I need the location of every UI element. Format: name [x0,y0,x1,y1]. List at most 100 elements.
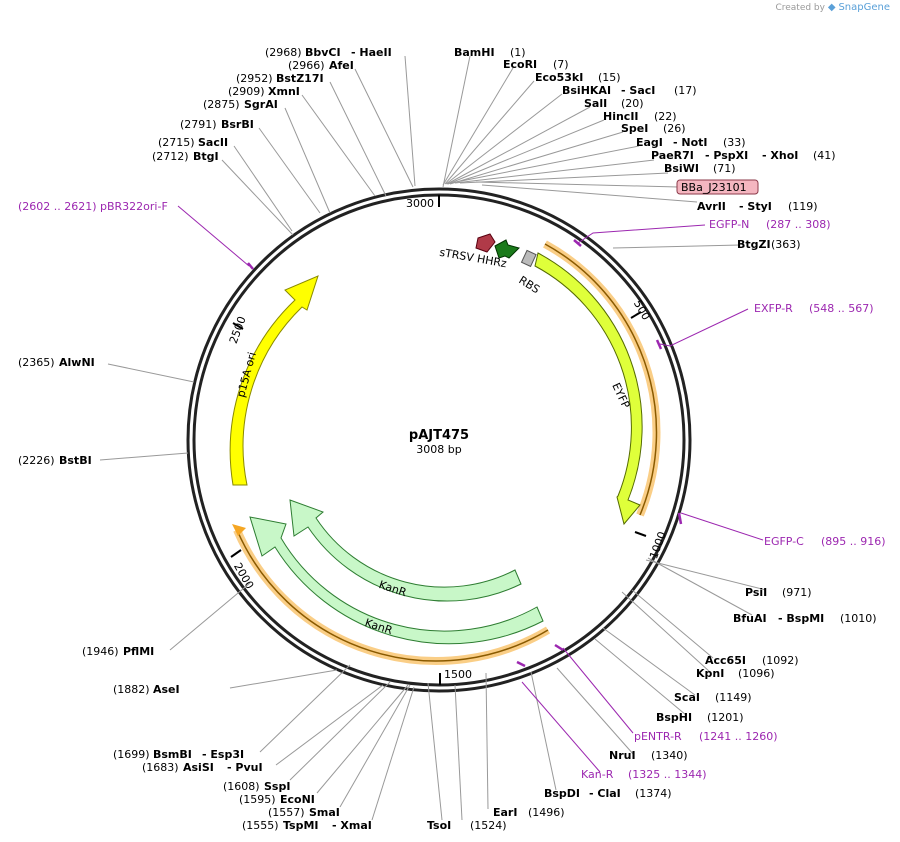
site-noti: - NotI [673,136,708,149]
site-btgi: BtgI [193,150,219,163]
site-hincii-pos: (22) [654,110,677,123]
kanr-outer-arrow [249,516,544,645]
site-eco53ki: Eco53kI [535,71,583,84]
site-bsiwi-pos: (71) [713,162,736,175]
plasmid-backbone-outer [186,187,692,693]
site-acc65i: Acc65I [705,654,746,667]
site-spei-pos: (26) [663,122,686,135]
site-acc65i-pos: (1092) [762,654,799,667]
site-saci: - SacI [621,84,655,97]
primer-pentr-r: pENTR-R [634,730,682,743]
site-xmni-pos: (2909) [228,85,265,98]
site-bsphi-pos: (1201) [707,711,744,724]
site-eagi: EagI [636,136,663,149]
site-bsrbi: BsrBI [221,118,254,131]
snapgene-credit: Created by ◆ SnapGene [775,2,890,13]
kanr-inner-arrow [289,499,522,602]
primer-exfp-r-pos: (548 .. 567) [809,302,874,315]
site-tspmi: TspMI [283,819,319,832]
credit-prefix: Created by [775,3,825,13]
kanr-orange-line [236,529,549,662]
site-eco53ki-pos: (15) [598,71,621,84]
bba-j23101-label: BBa_J23101 [681,181,747,194]
primer-egfp-c-pos: (895 .. 916) [821,535,886,548]
site-asisi-pos: (1683) [142,761,179,774]
p15a-ori-arrow [229,275,319,486]
site-avrii: AvrII [697,200,726,213]
tick-label-1500: 1500 [444,668,472,681]
site-hincii: HincII [603,110,639,123]
site-bsmbi-pos: (1699) [113,748,150,761]
site-pflmi: PflMI [123,645,154,658]
site-bsihkai: BsiHKAI [562,84,611,97]
credit-brand: SnapGene [838,2,890,13]
site-sali-pos: (20) [621,97,644,110]
site-bbvci: BbvCI [305,46,341,59]
primer-kan-r: Kan-R [581,768,614,781]
site-ecori: EcoRI [503,58,537,71]
site-bfuai: BfuAI [733,612,767,625]
site-kpni: KpnI [696,667,724,680]
site-scai-pos: (1149) [715,691,752,704]
site-styi: - StyI [739,200,772,213]
site-bspdi: BspDI [544,787,580,800]
site-bstz17i: BstZ17I [276,72,324,85]
position-ticks [230,195,647,685]
site-btgzi-pos: (363) [771,238,801,251]
site-smai-pos: (1557) [268,806,305,819]
site-sspi: SspI [264,780,290,793]
site-kpni-pos: (1096) [738,667,775,680]
site-sacii: SacII [198,136,228,149]
rbs-label: RBS [516,274,542,297]
site-pspxi: - PspXI [705,149,748,162]
primer-exfp-r: EXFP-R [754,302,793,315]
rbs-feature [520,249,537,268]
site-esp3i: - Esp3I [202,748,244,761]
site-bsmbi: BsmBI [153,748,192,761]
site-nrui: NruI [609,749,636,762]
site-psii: PsiI [745,586,767,599]
site-econi-pos: (1595) [239,793,276,806]
site-sgrai-pos: (2875) [203,98,240,111]
site-btgzi: BtgZI [737,238,771,251]
plasmid-length: 3008 bp [416,443,461,456]
site-psii-pos: (971) [782,586,812,599]
primer-kan-r-pos: (1325 .. 1344) [628,768,707,781]
primer-binding-marks [247,239,683,668]
site-clai: - ClaI [589,787,621,800]
site-ecori-pos: (7) [553,58,569,71]
site-bstbi-pos: (2226) [18,454,55,467]
primer-leader-lines [177,205,764,773]
site-bstz17i-pos: (2952) [236,72,273,85]
primer-pentr-r-pos: (1241 .. 1260) [699,730,778,743]
promoter-arrow-green [494,239,520,259]
site-tsoi: TsoI [427,819,451,832]
site-xmai: - XmaI [332,819,372,832]
site-leader-lines [99,55,767,821]
tick-label-2500: 2500 [227,315,249,346]
tick-label-3000: 3000 [406,197,434,210]
site-xmni: XmnI [268,85,300,98]
site-alwni-pos: (2365) [18,356,55,369]
site-eari-pos: (1496) [528,806,565,819]
site-bspdi-pos: (1374) [635,787,672,800]
site-avrii-pos: (119) [788,200,818,213]
site-bsrbi-pos: (2791) [180,118,217,131]
site-econi: EcoNI [280,793,315,806]
primer-pbr322-pos: (2602 .. 2621) [18,200,97,213]
kanr-orange-arrowhead [232,524,246,536]
strsv-hhrz-arrow [475,233,496,253]
site-sspi-pos: (1608) [223,780,260,793]
site-sacii-pos: (2715) [158,136,195,149]
site-pvui: - PvuI [227,761,263,774]
site-paer7i: PaeR7I [651,149,694,162]
site-bsphi: BspHI [656,711,692,724]
eyfp-orange-overlay [543,240,661,517]
site-paer7i-pos: (41) [813,149,836,162]
primer-egfp-n-pos: (287 .. 308) [766,218,831,231]
site-pflmi-pos: (1946) [82,645,119,658]
site-bbvci-pos: (2968) [265,46,302,59]
site-bsiwi: BsiWI [664,162,699,175]
site-smai: SmaI [309,806,340,819]
site-asei-pos: (1882) [113,683,150,696]
